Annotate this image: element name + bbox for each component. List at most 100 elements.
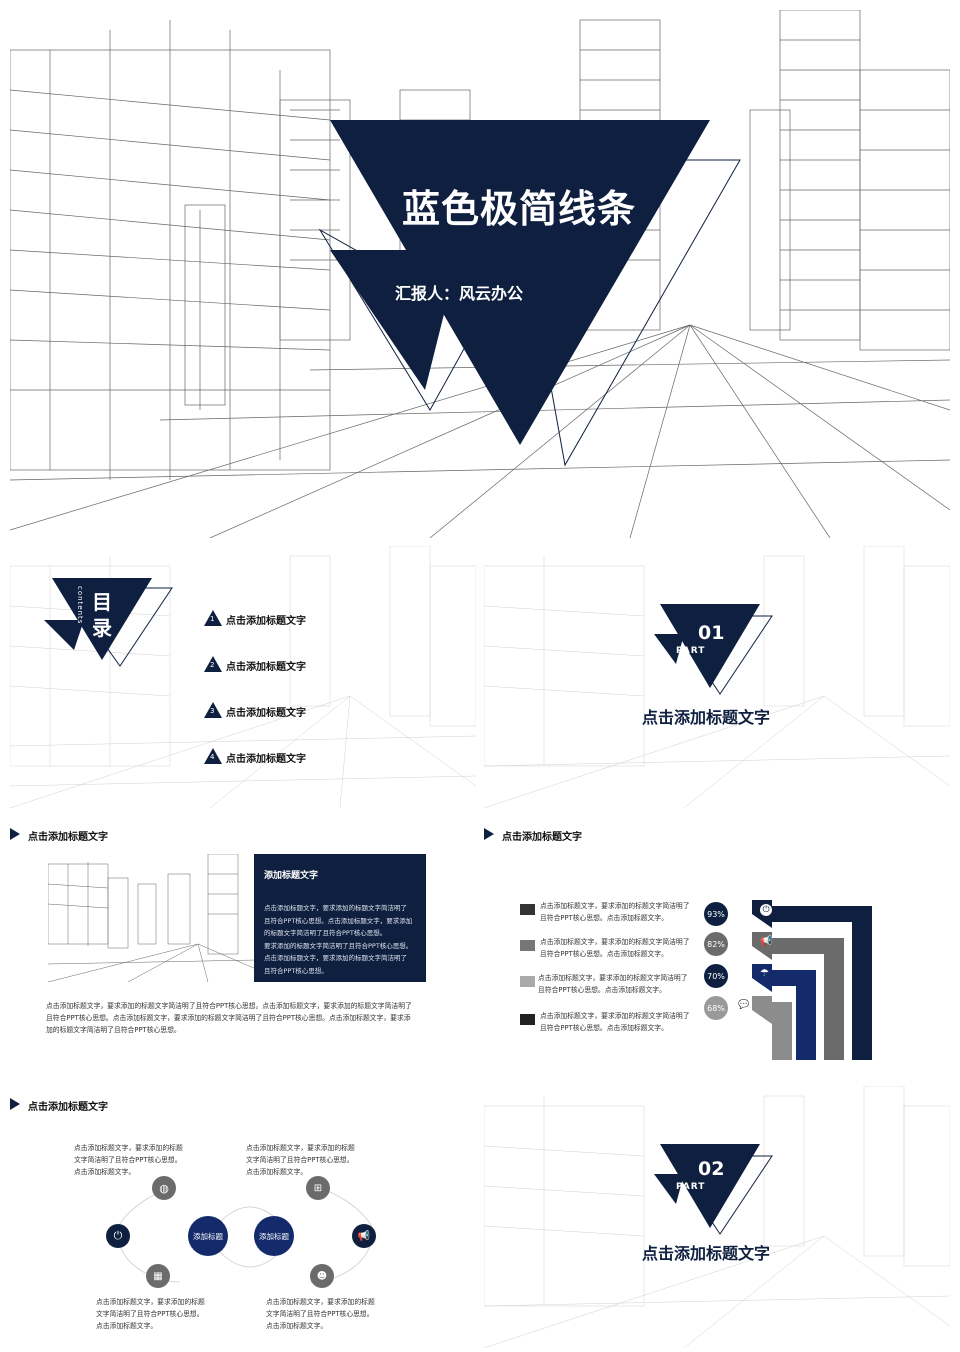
text-line: 点击添加标题文字。 <box>74 1168 136 1176</box>
toc-slide: contents 目 录 1 点击添加标题文字 2 点击添加标题文字 3 点击添… <box>10 546 476 808</box>
row-line: 且符合PPT核心思想。点击添加标题文字。 <box>540 1024 668 1032</box>
power-icon: ⏻ <box>106 1224 130 1248</box>
row-text: 点击添加标题文字，要求添加的标题文字简洁明了 且符合PPT核心思想。点击添加标题… <box>538 972 688 996</box>
wireframe-city-background <box>10 546 476 808</box>
part1-slide: 01 PART 点击添加标题文字 <box>484 546 950 808</box>
chat-icon: 💬 <box>738 1000 750 1010</box>
part1-label: PART <box>676 646 706 656</box>
triangle-number-icon <box>204 702 222 718</box>
toc-title-char2: 录 <box>92 616 112 640</box>
org-chart-icon: ⊞ <box>306 1176 330 1200</box>
row-square-icon <box>520 1014 535 1025</box>
toc-title-char1: 目 <box>92 590 112 614</box>
percent-circle-4: 68% <box>704 996 728 1020</box>
toc-item-num: 4 <box>210 753 215 761</box>
megaphone-icon: 📢 <box>760 936 773 947</box>
wireframe-city-background <box>484 1086 950 1348</box>
toc-item-label: 点击添加标题文字 <box>226 708 306 719</box>
row-square-icon <box>520 904 535 915</box>
cover-slide: 蓝色极简线条 汇报人：风云办公 <box>10 10 950 538</box>
part1-title: 点击添加标题文字 <box>642 708 771 727</box>
text-top-right: 点击添加标题文字，要求添加的标题 文字简洁明了且符合PPT核心思想。 点击添加标… <box>246 1142 355 1178</box>
cover-navy-triangle <box>330 120 710 445</box>
part2-title: 点击添加标题文字 <box>642 1244 771 1263</box>
percent-label: 68% <box>707 1003 725 1013</box>
text-box: 添加标题文字 点击添加标题文字，要求添加的标题文字简洁明了 且符合PPT核心思想… <box>254 854 426 982</box>
body-line: 且符合PPT核心思想。点击添加标题文字，要求添加的标题文字简洁明了且符合PPT核… <box>46 1014 411 1022</box>
text-line: 点击添加标题文字，要求添加的标题 <box>246 1144 355 1152</box>
row-text: 点击添加标题文字，要求添加的标题文字简洁明了 且符合PPT核心思想。点击添加标题… <box>540 900 690 924</box>
percent-circle-1: 93% <box>704 902 728 926</box>
row-line: 点击添加标题文字，要求添加的标题文字简洁明了 <box>540 938 690 946</box>
content-slide-arrows: 点击添加标题文字 点击添加标题文字，要求添加的标题文字简洁明了 且符合PPT核心… <box>484 816 950 1078</box>
body-line: 点击添加标题文字，要求添加的标题文字简洁明了且符合PPT核心思想。点击添加标题文… <box>46 1002 412 1010</box>
content-slide-image-text: 点击添加标题文字 添加标题文字 点击添加标题文字，要求添加的标题文字简洁明了 且… <box>10 816 476 1078</box>
toc-triangle <box>44 578 173 667</box>
toc-item-label: 点击添加标题文字 <box>226 754 306 765</box>
text-line: 点击添加标题文字，要求添加的标题 <box>74 1144 183 1152</box>
header-marker-icon <box>10 1098 20 1110</box>
power-icon: ⏻ <box>760 904 772 916</box>
text-box-title: 添加标题文字 <box>264 871 319 881</box>
center-circle-1: 添加标题 <box>188 1216 228 1256</box>
umbrella-icon: ☂ <box>760 968 769 979</box>
row-line: 点击添加标题文字，要求添加的标题文字简洁明了 <box>540 902 690 910</box>
center-label: 添加标题 <box>193 1231 223 1241</box>
text-line: 点击添加标题文字，要求添加的标题 <box>96 1298 205 1306</box>
slide-header: 点击添加标题文字 <box>28 832 108 843</box>
percent-circle-2: 82% <box>704 932 728 956</box>
text-line: 点击添加标题文字。 <box>266 1322 328 1330</box>
triangle-number-icon <box>204 656 222 672</box>
toc-item-num: 3 <box>210 707 215 715</box>
basketball-icon: ◍ <box>152 1176 176 1200</box>
percent-label: 82% <box>707 939 725 949</box>
toc-subtitle: contents <box>76 586 84 625</box>
row-line: 且符合PPT核心思想。点击添加标题文字。 <box>538 986 666 994</box>
text-line: 点击添加标题文字。 <box>246 1168 308 1176</box>
part1-triangle <box>654 604 773 695</box>
header-marker-icon <box>10 828 20 840</box>
text-box-line: 且符合PPT核心思想。点击添加标题文字，要求添加 <box>264 916 413 925</box>
text-line: 文字简洁明了且符合PPT核心思想。 <box>246 1156 354 1164</box>
text-top-left: 点击添加标题文字，要求添加的标题 文字简洁明了且符合PPT核心思想。 点击添加标… <box>74 1142 183 1178</box>
wireframe-city-background <box>484 546 950 808</box>
megaphone-icon: 📢 <box>352 1224 376 1248</box>
row-text: 点击添加标题文字，要求添加的标题文字简洁明了 且符合PPT核心思想。点击添加标题… <box>540 936 690 960</box>
text-box-line: 的标题文字简洁明了且符合PPT核心思想。 <box>264 929 387 937</box>
center-label: 添加标题 <box>259 1231 289 1241</box>
bent-arrows-graphic <box>752 900 872 1060</box>
triangle-number-icon <box>204 748 222 764</box>
toc-item-num: 1 <box>210 615 215 623</box>
part2-label: PART <box>676 1182 706 1192</box>
text-line: 点击添加标题文字。 <box>96 1322 158 1330</box>
part2-triangle <box>654 1144 773 1235</box>
slide-header: 点击添加标题文字 <box>28 1102 108 1113</box>
body-line: 加的标题文字简洁明了且符合PPT核心思想。 <box>46 1026 181 1034</box>
calendar-icon: ▦ <box>146 1264 170 1288</box>
row-square-icon <box>520 976 535 987</box>
slide-header: 点击添加标题文字 <box>502 832 582 843</box>
content-slide-process: 点击添加标题文字 点击添加标题文字，要求添加的标题 文字简洁明了且符合PPT核心… <box>10 1086 476 1348</box>
wireframe-city-background <box>10 10 950 538</box>
row-line: 且符合PPT核心思想。点击添加标题文字。 <box>540 950 668 958</box>
text-line: 文字简洁明了且符合PPT核心思想。 <box>96 1310 204 1318</box>
part1-number: 01 <box>698 622 725 644</box>
row-line: 点击添加标题文字，要求添加的标题文字简洁明了 <box>538 974 688 982</box>
percent-circle-3: 70% <box>704 964 728 988</box>
part2-slide: 02 PART 点击添加标题文字 <box>484 1086 950 1348</box>
toc-item-label: 点击添加标题文字 <box>226 616 306 627</box>
text-line: 文字简洁明了且符合PPT核心思想。 <box>74 1156 182 1164</box>
text-box-line: 点击添加标题文字，要求添加的标题文字简洁明了 <box>264 904 407 912</box>
part2-number: 02 <box>698 1158 725 1180</box>
text-line: 文字简洁明了且符合PPT核心思想。 <box>266 1310 374 1318</box>
text-box-line: 点击添加标题文字，要求添加的标题文字简洁明了 <box>264 954 407 962</box>
cover-reporter: 汇报人：风云办公 <box>395 284 524 303</box>
text-box-line: 要求添加的标题文字简洁明了且符合PPT核心思想。 <box>264 941 413 950</box>
toc-item-num: 2 <box>210 661 215 669</box>
percent-label: 93% <box>707 909 725 919</box>
text-box-line: 且符合PPT核心思想。 <box>264 966 328 975</box>
row-line: 且符合PPT核心思想。点击添加标题文字。 <box>540 914 668 922</box>
row-square-icon <box>520 940 535 951</box>
center-circle-2: 添加标题 <box>254 1216 294 1256</box>
row-line: 点击添加标题文字，要求添加的标题文字简洁明了 <box>540 1012 690 1020</box>
